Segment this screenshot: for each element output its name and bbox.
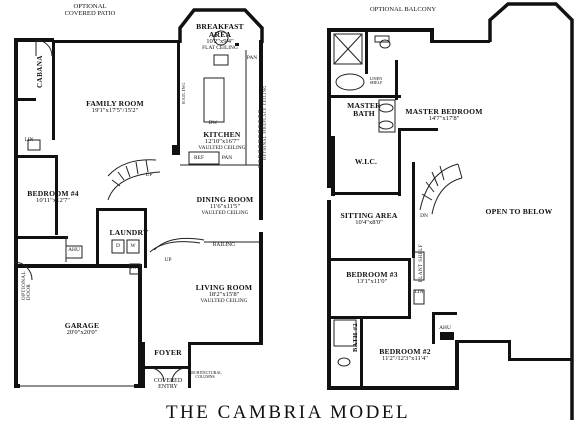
bedroom-2-dims: 11'2"/12'3"x11'4" [382, 354, 428, 362]
living-room-dims: 18'2"x15'8" [208, 290, 240, 298]
pan2-label: PAN [246, 55, 258, 61]
ahu2-label: AHU [439, 325, 451, 331]
optional-door-label: OPTIONAL DOOR [22, 271, 32, 300]
garage-name: GARAGE [64, 321, 100, 330]
family-room-name: FAMILY ROOM [86, 99, 144, 108]
breakfast-area: BREAKFAST AREA 10'2"x9'4" FLAT CEILING [196, 23, 244, 52]
sitting-area-dims: 10'4"x8'0" [355, 218, 383, 226]
bedroom-3-name: BEDROOM #3 [346, 270, 398, 279]
lin-label: LIN [24, 137, 34, 143]
master-bedroom-name: MASTER BEDROOM [405, 107, 483, 116]
sitting-area-name: SITTING AREA [340, 211, 398, 220]
up-label-2: UP [164, 257, 172, 263]
dining-room-dims: 11'6"x11'5" [209, 202, 241, 210]
breakfast-area-ceiling: FLAT CEILING [202, 44, 238, 51]
living-room-name: LIVING ROOM [195, 283, 253, 292]
bedroom-4: BEDROOM #4 10'11"x12'7" [27, 190, 79, 205]
garage-dims: 20'0"x20'0" [66, 328, 98, 336]
living-room-ceiling: VAULTED CEILING [200, 297, 248, 304]
plant-shelf-label: PLANT SHELF [419, 243, 424, 282]
covered-entry-label: COVERED ENTRY [153, 378, 183, 391]
breakfast-area-name: BREAKFAST AREA [196, 22, 244, 39]
bedroom-3-dims: 13'1"x11'0" [356, 277, 388, 285]
family-room: FAMILY ROOM 19'1"x17'5"/15'2" [86, 100, 144, 115]
ewh-label: EWH [129, 266, 141, 271]
open-to-below-label: OPEN TO BELOW [485, 207, 553, 216]
railing-label-2: RAILING [181, 82, 186, 104]
up-label-1: UP [145, 172, 153, 178]
linen-shelf-label: LINEN SHELF [369, 76, 383, 86]
bedroom-2: BEDROOM #2 11'2"/12'3"x11'4" [379, 348, 431, 363]
model-title: THE CAMBRIA MODEL [165, 402, 411, 423]
dining-room: DINING ROOM 11'6"x11'5" VAULTED CEILING [197, 196, 254, 217]
lin2-label: LIN [414, 289, 424, 295]
kitchen: KITCHEN 12'10"x16'7" VAULTED CEILING [198, 131, 245, 152]
master-bath-label: MASTER BATH [347, 101, 381, 118]
laundry-label: LAUNDRY [109, 228, 149, 237]
dining-room-ceiling: VAULTED CEILING [201, 209, 249, 216]
bedroom-3: BEDROOM #3 13'1"x11'0" [346, 271, 398, 286]
second-floor-walls [327, 2, 574, 420]
dw-label: DW [208, 120, 218, 126]
optional-balcony-label: OPTIONAL BALCONY [369, 6, 437, 13]
bedroom-2-name: BEDROOM #2 [379, 347, 431, 356]
bedroom-4-name: BEDROOM #4 [27, 189, 79, 198]
optional-covered-patio-label: OPTIONAL COVERED PATIO [64, 3, 116, 17]
kitchen-name: KITCHEN [203, 130, 241, 139]
dryer-label: D [116, 243, 120, 249]
pan-label: PAN [221, 155, 233, 161]
optional-fireplace-label: OPTIONAL FIREPLACE CEILING [262, 85, 267, 160]
washer-label: W [130, 243, 136, 249]
kitchen-ceiling: VAULTED CEILING [198, 144, 246, 151]
living-room: LIVING ROOM 18'2"x15'8" VAULTED CEILING [196, 284, 252, 305]
first-floor-walls [14, 8, 264, 388]
dn2-label: DN [420, 213, 428, 219]
bath-2-label: BATH #2 [352, 322, 359, 352]
first-floor-fixtures [13, 30, 260, 387]
master-bedroom-dims: 14'7"x17'8" [428, 114, 460, 122]
garage: GARAGE 20'0"x20'0" [65, 322, 100, 337]
sitting-area: SITTING AREA 10'4"x8'0" [340, 212, 397, 227]
ref-label: REF [194, 155, 204, 161]
ahu-label: AHU [68, 247, 80, 253]
foyer-label: FOYER [154, 348, 182, 357]
second-floor-fixtures [333, 33, 463, 367]
breakfast-area-dims: 10'2"x9'4" [206, 37, 234, 45]
architectural-columns-label: ARCHITECTURAL COLUMNS [188, 370, 222, 380]
bedroom-4-dims: 10'11"x12'7" [36, 196, 70, 204]
family-room-dims: 19'1"x17'5"/15'2" [91, 106, 139, 114]
railing-label-1: RAILING [212, 242, 236, 248]
kitchen-dims: 12'10"x16'7" [204, 137, 240, 145]
cabana-label: CABANA [36, 55, 44, 88]
master-bedroom: MASTER BEDROOM 14'7"x17'8" [405, 108, 482, 123]
wic-label: W.I.C. [354, 157, 378, 166]
dining-room-name: DINING ROOM [196, 195, 254, 204]
